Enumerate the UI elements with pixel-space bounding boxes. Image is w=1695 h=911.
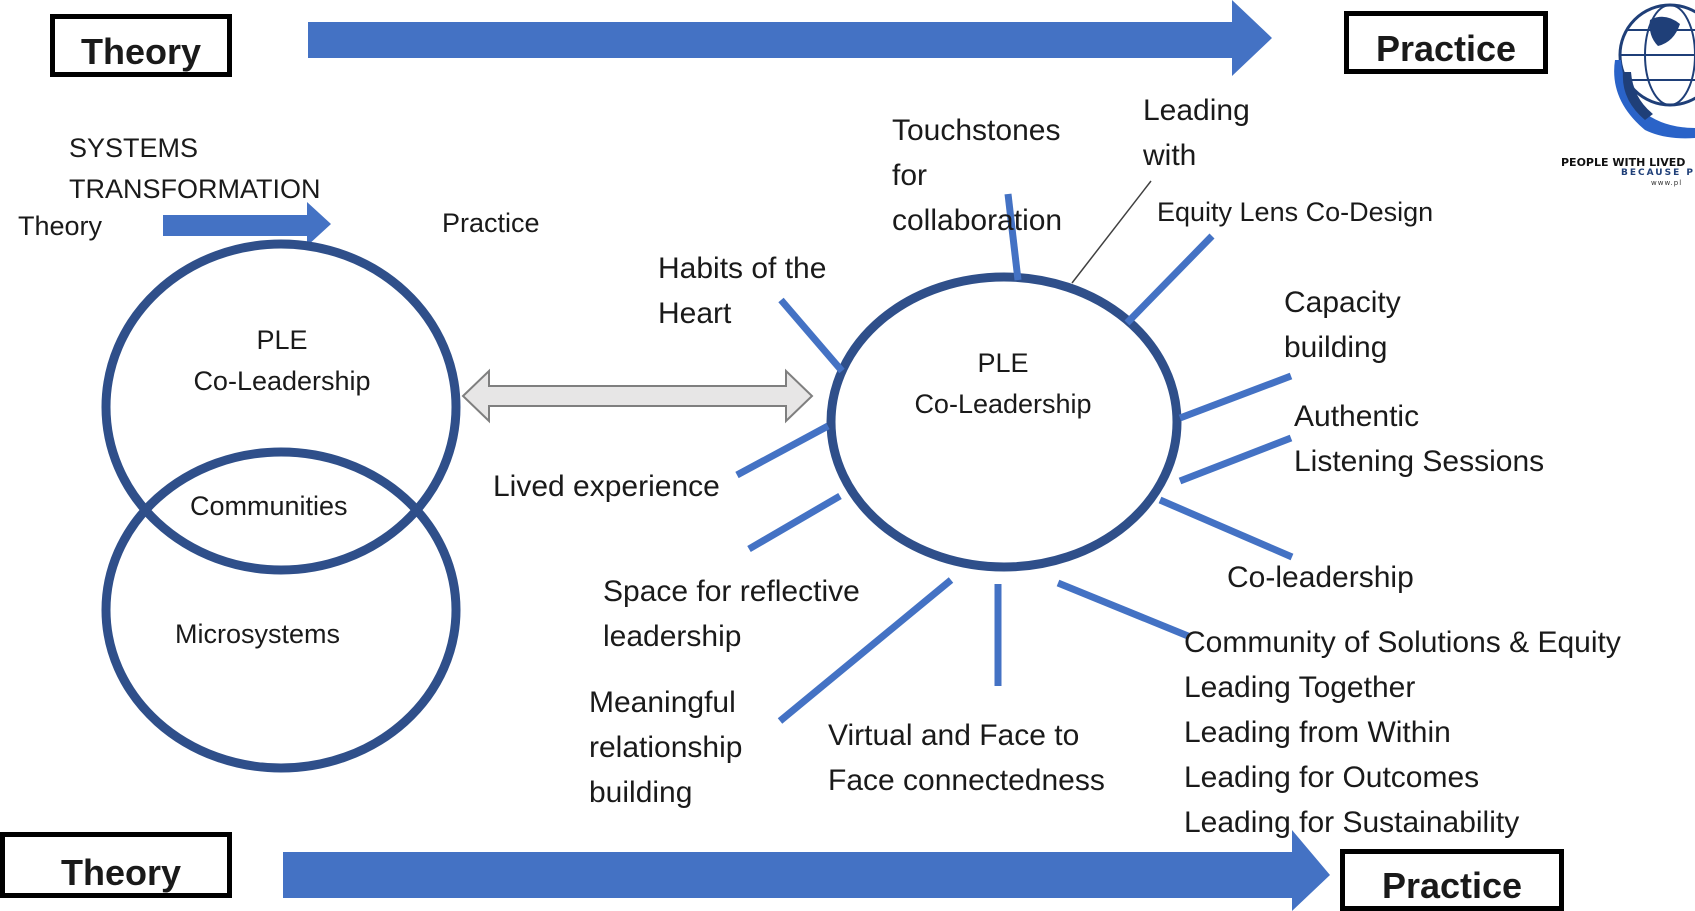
- spoke-reflective: [747, 492, 842, 553]
- lower-venn-circle: [101, 447, 461, 773]
- spoke-habits: [778, 297, 845, 374]
- touchstones-label: Touchstones for collaboration: [892, 114, 1063, 237]
- organization-logo: PEOPLE WITH LIVED BECAUSE P www.pl: [1555, 0, 1695, 190]
- logo-text-3: www.pl: [1651, 179, 1683, 187]
- reflective-label: Space for reflective leadership: [603, 575, 860, 653]
- leading-with-label: Leading with: [1143, 94, 1250, 172]
- systems-heading: SYSTEMS TRANSFORMATION: [69, 133, 321, 204]
- spoke-meaningful: [777, 577, 954, 724]
- bottom-arrow: [283, 830, 1330, 911]
- overlap-label: Communities: [190, 491, 348, 521]
- meaningful-label: Meaningful relationship building: [589, 686, 743, 809]
- logo-text-2: BECAUSE P: [1621, 168, 1695, 178]
- spoke-co-leadership: [1158, 496, 1294, 561]
- upper-venn-circle: [101, 239, 461, 575]
- spoke-equity-lens: [1124, 233, 1215, 326]
- bottom-practice-label: Practice: [1381, 865, 1523, 906]
- spoke-capacity: [1178, 372, 1293, 422]
- spoke-touchstones: [1004, 193, 1022, 281]
- top-practice-label: Practice: [1375, 28, 1517, 69]
- upper-circle-label: PLE Co-Leadership: [193, 325, 371, 396]
- spoke-leading-with: [1071, 180, 1152, 284]
- habits-label: Habits of the Heart: [658, 252, 827, 330]
- equity-lens-label: Equity Lens Co-Design: [1157, 197, 1434, 227]
- hub-label: PLE Co-Leadership: [914, 348, 1092, 419]
- globe-hands-icon: [1614, 3, 1695, 139]
- spoke-lived: [735, 422, 830, 479]
- co-leadership-label: Co-leadership: [1227, 561, 1414, 594]
- bottom-theory-box: Theory: [0, 832, 232, 898]
- logo-text-1: PEOPLE WITH LIVED: [1561, 156, 1686, 169]
- capacity-label: Capacity building: [1284, 286, 1401, 364]
- top-theory-box: Theory: [50, 14, 232, 77]
- small-arrow: [163, 202, 331, 246]
- systems-theory-label: Theory: [18, 211, 103, 241]
- lived-label: Lived experience: [493, 470, 720, 503]
- spoke-authentic: [1178, 434, 1293, 485]
- bottom-practice-box: Practice: [1340, 849, 1564, 911]
- virtual-label: Virtual and Face to Face connectedness: [828, 719, 1105, 797]
- top-practice-box: Practice: [1344, 11, 1548, 74]
- double-arrow: [461, 368, 814, 424]
- spoke-community: [1056, 579, 1190, 640]
- lower-circle-label: Microsystems: [175, 619, 341, 649]
- hub-circle: [826, 272, 1182, 572]
- bottom-theory-label: Theory: [60, 852, 182, 893]
- top-arrow: [308, 0, 1272, 76]
- systems-practice-label: Practice: [442, 208, 540, 238]
- top-theory-label: Theory: [80, 31, 202, 72]
- authentic-label: Authentic Listening Sessions: [1294, 400, 1545, 478]
- community-label: Community of Solutions & Equity Leading …: [1184, 626, 1621, 839]
